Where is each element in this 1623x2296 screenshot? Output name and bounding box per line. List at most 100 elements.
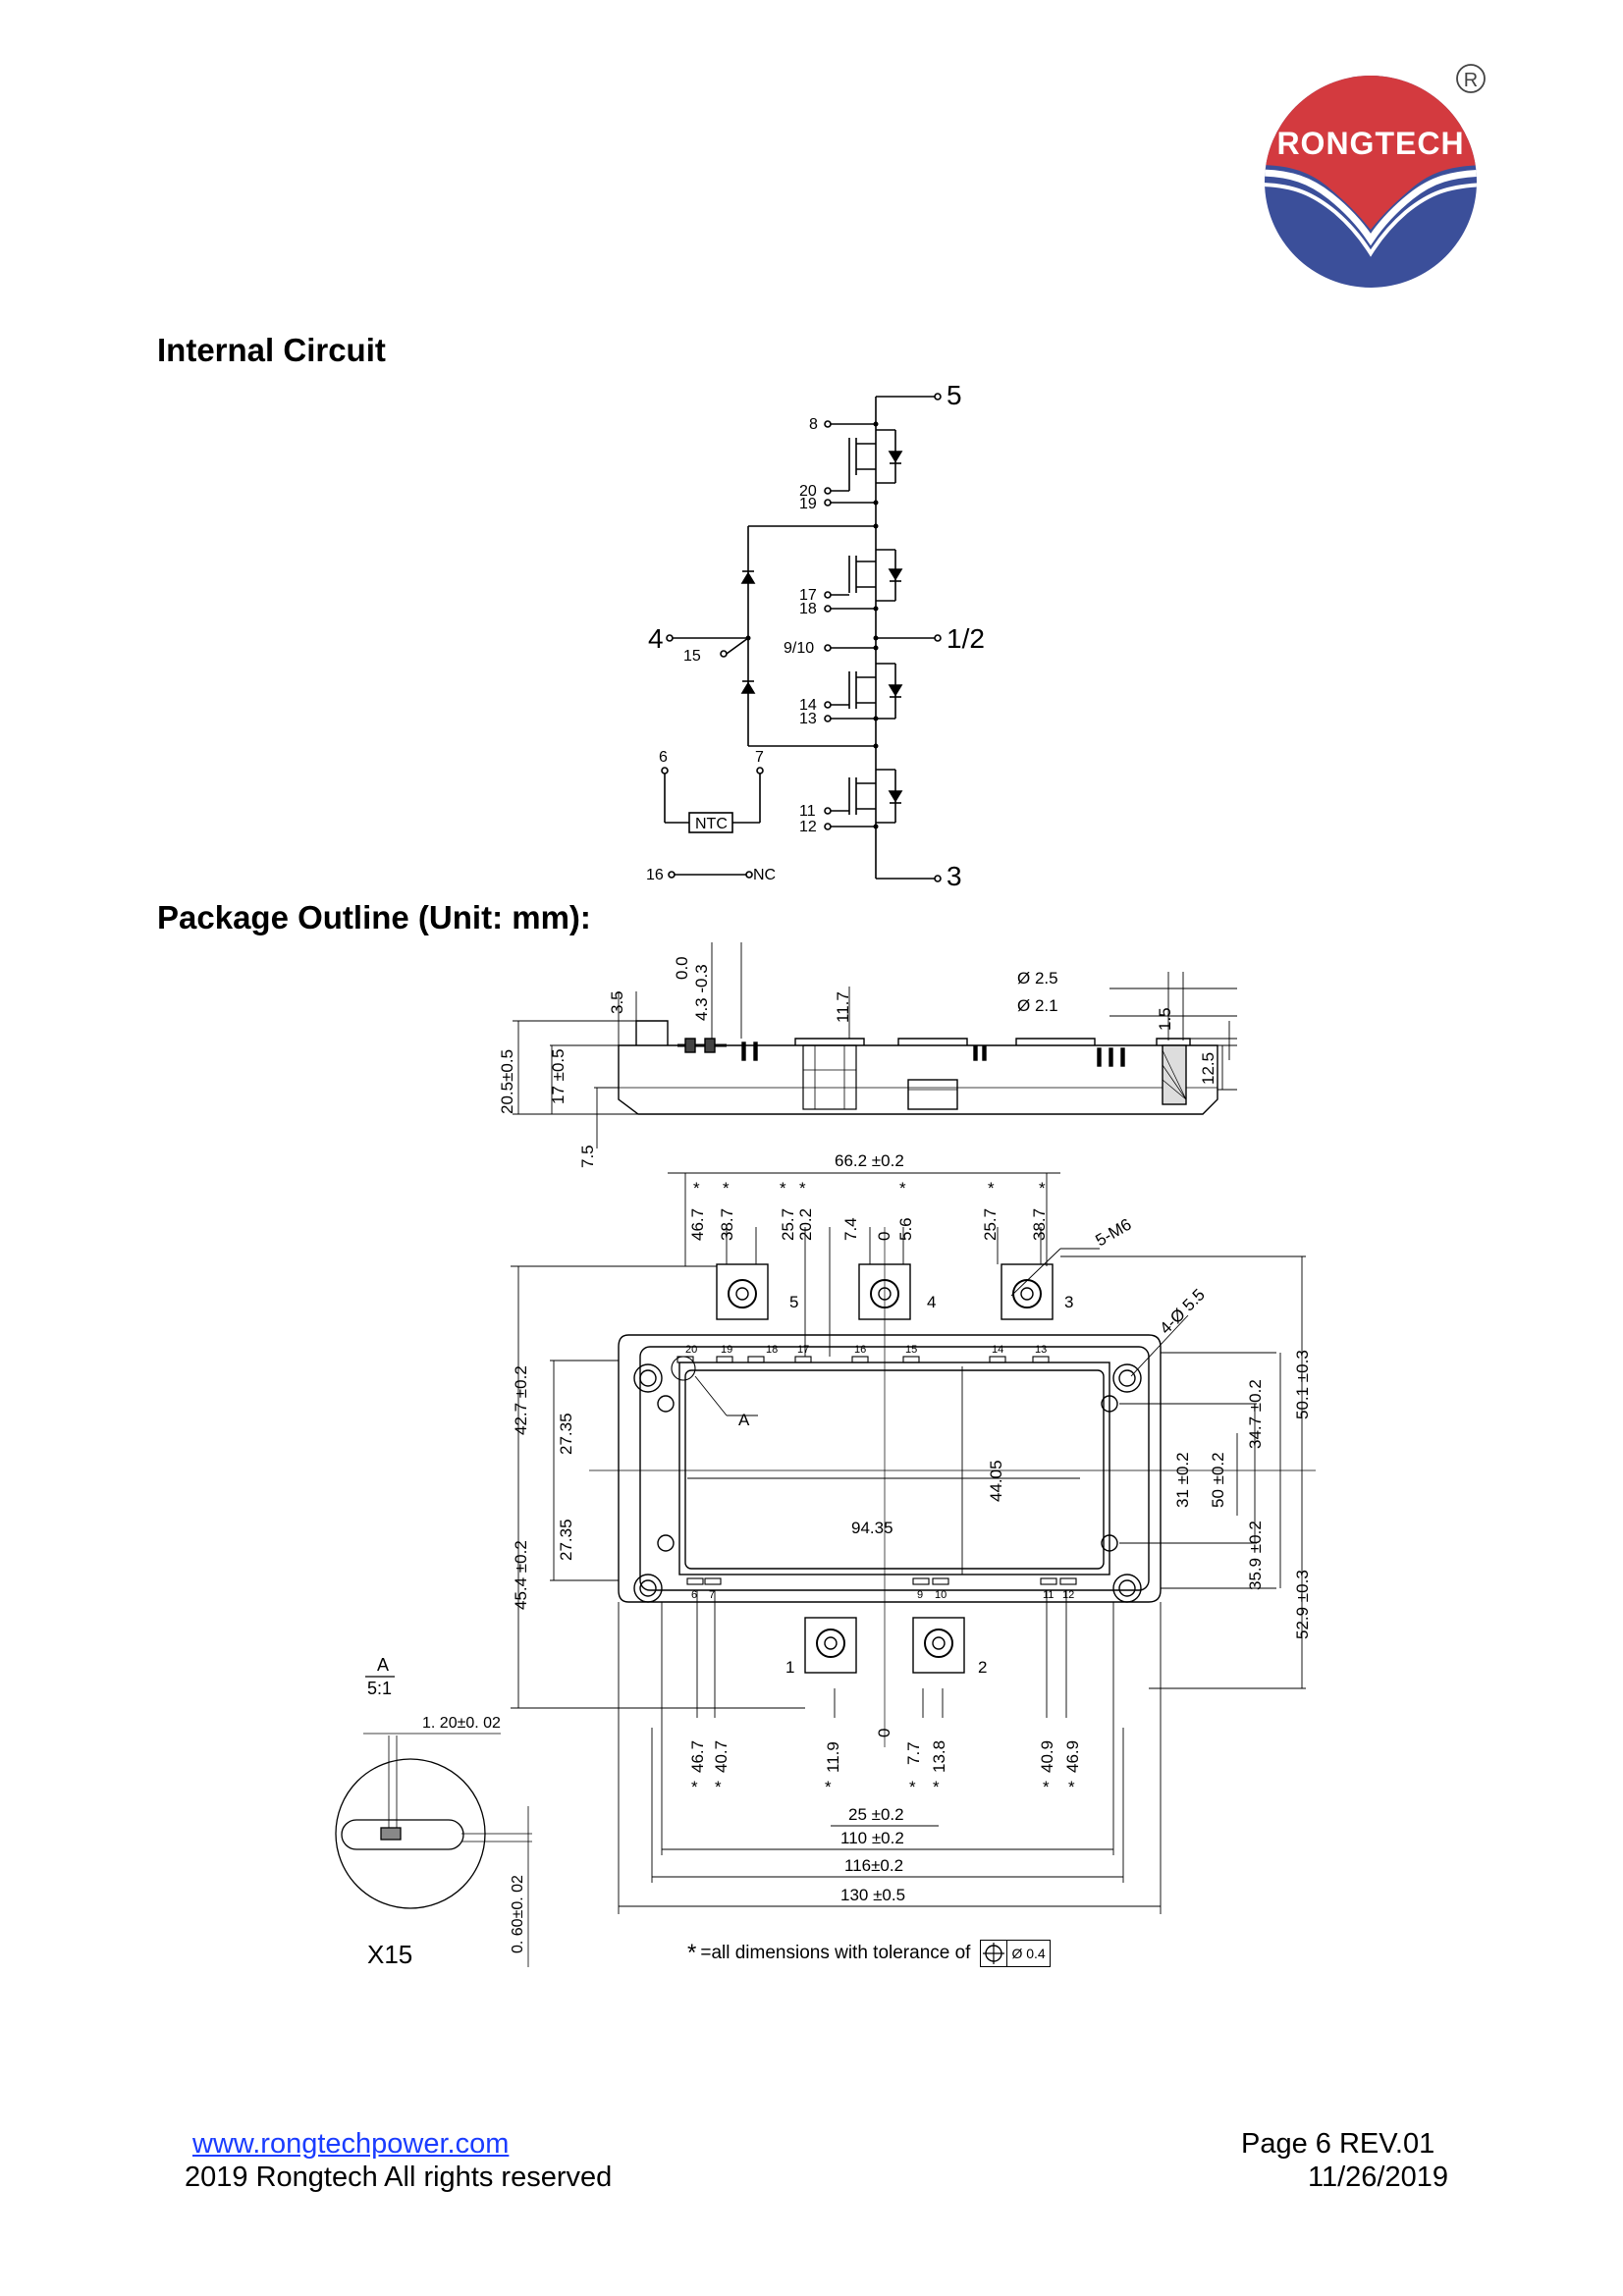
star-5: * xyxy=(899,1179,906,1198)
term-2-label: 2 xyxy=(978,1658,987,1677)
pin-7: 7 xyxy=(755,749,764,766)
dim-25: 25 ±0.2 xyxy=(848,1805,904,1824)
star-3: * xyxy=(780,1179,786,1198)
terminal-3: 3 xyxy=(947,861,962,891)
bstar-4: * xyxy=(909,1778,916,1796)
pin-top-6: 14 xyxy=(992,1344,1003,1356)
pin-top-1: 19 xyxy=(721,1344,732,1356)
hole-label: 4-Ø 5.5 xyxy=(1156,1285,1209,1338)
term-3-label: 3 xyxy=(1064,1293,1073,1311)
footer-page: Page 6 REV.01 xyxy=(1241,2128,1435,2160)
term-1-label: 1 xyxy=(785,1658,794,1677)
pin-bot-4: 11 xyxy=(1043,1589,1054,1601)
top-dim-3: 20.2 xyxy=(796,1208,815,1241)
detail-scale: 5:1 xyxy=(367,1679,392,1698)
tolerance-frame: Ø 0.4 xyxy=(980,1940,1051,1967)
dim-3-5: 3.5 xyxy=(608,990,626,1014)
bstar-7: * xyxy=(1068,1778,1075,1796)
pin-top-3: 17 xyxy=(797,1344,809,1356)
dim-dia-2-5: Ø 2.5 xyxy=(1017,969,1058,988)
logo-text: RONGTECH xyxy=(1276,126,1464,161)
detail-label: A xyxy=(377,1655,389,1675)
dim-dia-2-1: Ø 2.1 xyxy=(1017,996,1058,1015)
pin-top-4: 16 xyxy=(854,1344,866,1356)
bottom-dim-6: 40.9 xyxy=(1038,1740,1056,1773)
dim-4-3: 4.3 -0.3 xyxy=(692,964,711,1021)
bottom-dim-4: 7.7 xyxy=(904,1741,923,1765)
bstar-2: * xyxy=(715,1778,722,1796)
right-dim-1: 34.7 ±0.2 xyxy=(1246,1379,1265,1449)
star-2: * xyxy=(723,1179,730,1198)
pin-9-10: 9/10 xyxy=(784,640,814,657)
dim-44-05: 44.05 xyxy=(987,1460,1005,1502)
right-dim-2: 31 ±0.2 xyxy=(1173,1452,1192,1508)
detail-x15: X15 xyxy=(367,1940,412,1969)
star-7: * xyxy=(1039,1179,1046,1198)
pin-12: 12 xyxy=(799,819,817,835)
registered-mark: R xyxy=(1464,70,1478,91)
left-dim-1: 27.35 xyxy=(557,1413,575,1455)
top-dim-1: 38.7 xyxy=(718,1208,736,1241)
right-dim-4: 35.9 ±0.2 xyxy=(1246,1521,1265,1590)
dim-110: 110 ±0.2 xyxy=(840,1829,904,1847)
pin-20: 20 xyxy=(799,483,817,500)
pin-top-0: 20 xyxy=(685,1344,697,1356)
dim-130: 130 ±0.5 xyxy=(840,1886,905,1904)
right-dim-0: 50.1 ±0.3 xyxy=(1293,1350,1312,1419)
internal-circuit-title: Internal Circuit xyxy=(157,332,386,368)
dim-66-2: 66.2 ±0.2 xyxy=(835,1151,904,1170)
bottom-dim-1: 40.7 xyxy=(712,1740,730,1773)
pin-19: 19 xyxy=(799,496,817,512)
pin-11: 11 xyxy=(799,803,816,820)
top-dim-8: 38.7 xyxy=(1030,1208,1049,1241)
dim-11-7: 11.7 xyxy=(834,991,852,1023)
bottom-dim-0: 46.7 xyxy=(688,1740,707,1773)
tolerance-text: =all dimensions with tolerance of xyxy=(700,1943,971,1963)
top-dim-2: 25.7 xyxy=(779,1208,797,1241)
bstar-5: * xyxy=(933,1778,940,1796)
detail-marker: A xyxy=(738,1411,750,1429)
ntc-label: NTC xyxy=(695,816,728,832)
pin-bot-2: 9 xyxy=(917,1589,923,1601)
internal-circuit-diagram: 5 1/2 3 4 8 20 19 17 18 15 9/10 14 13 6 … xyxy=(646,380,985,891)
pin-13: 13 xyxy=(799,711,817,727)
bottom-dim-2: 11.9 xyxy=(824,1741,842,1773)
top-dim-7: 25.7 xyxy=(981,1208,1000,1241)
top-view-drawing: 66.2 ±0.2 46.7 38.7 25.7 20.2 7.4 0 5.6 … xyxy=(511,1151,1316,1914)
pin-15: 15 xyxy=(683,648,701,665)
detail-0-60: 0. 60±0. 02 xyxy=(510,1875,526,1953)
tolerance-note: * =all dimensions with tolerance of Ø 0.… xyxy=(687,1940,1051,1967)
top-dim-0: 46.7 xyxy=(688,1208,707,1241)
pin-16: 16 xyxy=(646,867,664,883)
pin-17: 17 xyxy=(799,587,817,604)
term-5-label: 5 xyxy=(789,1293,798,1311)
rongtech-logo: RONGTECH R xyxy=(1265,64,1486,288)
term-4-label: 4 xyxy=(927,1293,936,1311)
footer-url-link[interactable]: www.rongtechpower.com xyxy=(192,2128,510,2160)
pin-bot-3: 10 xyxy=(935,1589,947,1601)
dim-7-5: 7.5 xyxy=(578,1145,597,1168)
bstar-6: * xyxy=(1043,1778,1050,1796)
package-outline-title: Package Outline (Unit: mm): xyxy=(157,899,591,935)
star-4: * xyxy=(799,1179,806,1198)
bstar-3: * xyxy=(825,1778,832,1796)
tolerance-star: * xyxy=(687,1940,697,1966)
left-dim-2: 27.35 xyxy=(557,1519,575,1561)
left-dim-0: 42.7 ±0.2 xyxy=(512,1365,530,1435)
footer-copyright: 2019 Rongtech All rights reserved xyxy=(185,2162,613,2193)
dim-116: 116±0.2 xyxy=(844,1856,903,1875)
detail-a-drawing: A 5:1 1. 20±0. 02 0. 60±0. 02 X15 xyxy=(335,1655,532,1969)
detail-1-20: 1. 20±0. 02 xyxy=(422,1715,501,1732)
bstar-1: * xyxy=(691,1778,698,1796)
pin-6: 6 xyxy=(659,749,668,766)
tolerance-value: Ø 0.4 xyxy=(1011,1946,1046,1961)
pin-8: 8 xyxy=(809,416,818,433)
pin-top-5: 15 xyxy=(905,1344,917,1356)
dim-1-5: 1.5 xyxy=(1156,1007,1174,1031)
star-6: * xyxy=(988,1179,995,1198)
dim-17: 17 ±0.5 xyxy=(549,1048,568,1104)
pin-18: 18 xyxy=(799,601,817,617)
dim-94-35: 94.35 xyxy=(851,1519,893,1537)
terminal-5: 5 xyxy=(947,380,962,410)
pin-top-2: 18 xyxy=(766,1344,778,1356)
